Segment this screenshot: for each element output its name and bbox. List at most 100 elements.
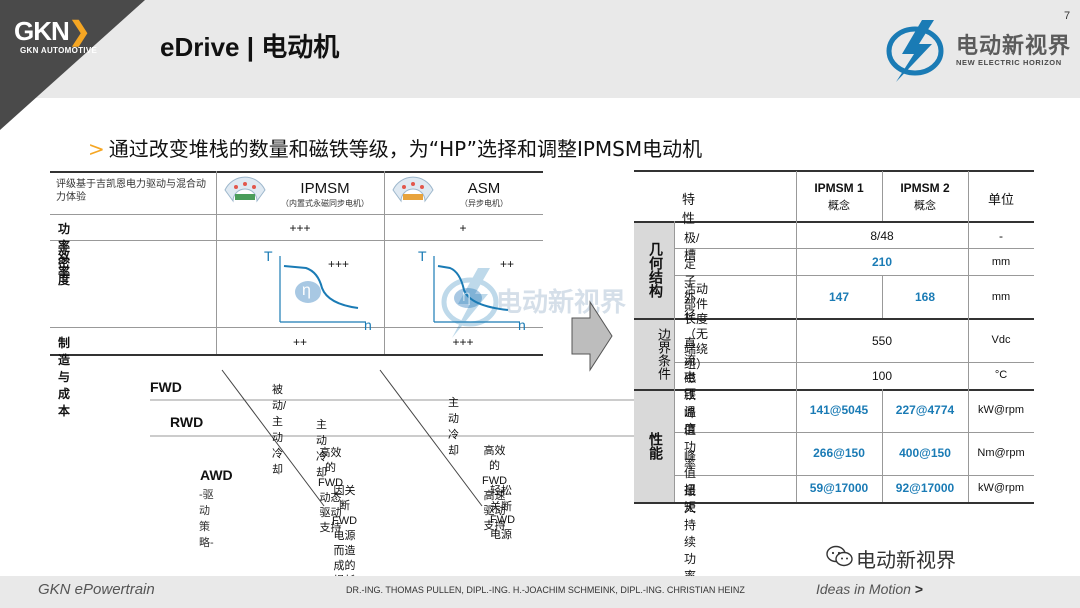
- awd-mid-bottom: 因关断FWD电源 而造成的损耗: [332, 485, 358, 587]
- row-label-poles-slots: 极/槽: [684, 231, 700, 262]
- awd-right-bottom: 轻松关断FWD电源: [490, 485, 516, 541]
- axis-t-label: T: [418, 248, 427, 264]
- ipmsm-motor-icon: [224, 176, 266, 203]
- axis-t-label: T: [264, 248, 273, 264]
- lightning-globe-icon: [886, 20, 944, 82]
- spec-col-divider: [882, 389, 883, 502]
- rwd-cooling: 主动冷却: [316, 419, 327, 479]
- spec-col-divider: [882, 275, 883, 318]
- group-geometry: 几何结构: [648, 242, 664, 298]
- value-max-continuous-power-1: 59@17000: [809, 481, 869, 495]
- right-arrow-icon: [571, 300, 613, 372]
- unit-dc-voltage: Vdc: [991, 334, 1011, 346]
- asm-subtitle: （异步电机）: [460, 199, 508, 208]
- logo-chevron-icon: ❯: [68, 16, 91, 46]
- value-peak-power-1: 141@5045: [809, 403, 869, 417]
- awd-mid-top: 高效的FWD 动态驱动支持: [318, 447, 344, 534]
- value-active-length-2: 168: [914, 290, 936, 304]
- spec-col-divider: [674, 221, 675, 502]
- page-title: eDrive | 电动机: [160, 32, 340, 62]
- row-label-stator-diameter: 定子外径: [684, 257, 697, 322]
- group-boundary: 边界条件: [656, 328, 671, 380]
- table-top-rule: [50, 171, 543, 173]
- table-rule: [50, 214, 543, 215]
- slide-subtitle: >通过改变堆栈的数量和磁铁等级，为“HP”选择和调整IPMSM电动机: [88, 133, 702, 162]
- spec-row-rule: [674, 475, 1034, 476]
- asm-manufacturing-cost: +++: [452, 335, 474, 349]
- awd-subtitle: -驱动策略-: [199, 489, 214, 549]
- row-label-max-continuous-power: 最大持续功率: [684, 484, 697, 583]
- header-ipmsm2: IPMSM 2: [900, 181, 950, 195]
- watermark-text: 电动新视界: [496, 288, 627, 318]
- header-property: 特性: [682, 192, 696, 226]
- spec-group-rule: [634, 318, 1034, 320]
- table-bottom-rule: [50, 354, 543, 356]
- table-rule: [50, 240, 543, 241]
- wechat-icon: [826, 545, 853, 567]
- footer-authors: DR.-ING. THOMAS PULLEN, DIPL.-ING. H.-JO…: [346, 585, 745, 595]
- value-magnet-temp: 100: [871, 369, 893, 383]
- value-max-continuous-power-2: 92@17000: [895, 481, 955, 495]
- spec-top-rule: [634, 170, 1034, 172]
- lightning-globe-icon: [441, 268, 499, 338]
- row-label-peak-torque: 峰值扭矩: [684, 449, 697, 514]
- value-peak-power-2: 227@4774: [895, 403, 955, 417]
- spec-row-rule: [674, 432, 1034, 433]
- unit-max-continuous-power: kW@rpm: [978, 482, 1024, 494]
- asm-header: ASM: [467, 180, 501, 197]
- spec-col-divider: [968, 171, 969, 502]
- gkn-logo: GKN❯ GKN AUTOMOTIVE: [14, 16, 122, 60]
- ipmsm-power-density: +++: [289, 221, 311, 235]
- row-label-magnet-temp: 磁铁温度: [684, 371, 697, 436]
- spec-bottom-rule: [634, 502, 1034, 504]
- brand-name-cn: 电动新视界: [956, 34, 1072, 59]
- row-label-efficiency: 效率: [58, 248, 71, 279]
- unit-poles-slots: -: [999, 229, 1003, 243]
- header-bar: [0, 0, 1080, 98]
- table-intro: 评级基于吉凯恩电力驱动与混合动力体验: [56, 179, 206, 203]
- ipmsm-subtitle: （内置式永磁同步电机）: [281, 199, 369, 208]
- group-performance: 性能: [648, 432, 664, 460]
- unit-peak-torque: Nm@rpm: [977, 447, 1025, 459]
- axis-n-label: n: [364, 317, 372, 333]
- spec-col-divider: [882, 171, 883, 221]
- value-poles-slots: 8/48: [870, 229, 894, 243]
- ipmsm-efficiency: +++: [328, 257, 350, 271]
- logo-subtitle: GKN AUTOMOTIVE: [20, 46, 98, 55]
- axis-n-label: n: [518, 317, 526, 333]
- footer-brand: GKN ePowertrain: [38, 581, 155, 598]
- table-rule: [50, 327, 543, 328]
- eta-label: η: [462, 288, 471, 306]
- logo-mark: GKN: [14, 16, 70, 46]
- spec-header-rule: [634, 221, 1034, 223]
- ipmsm-header: IPMSM: [300, 180, 350, 197]
- spec-col-divider: [796, 171, 797, 502]
- value-active-length-1: 147: [828, 290, 850, 304]
- asm-power-density: +: [459, 221, 467, 235]
- spec-row-rule: [674, 275, 1034, 276]
- brand-logo: 电动新视界 NEW ELECTRIC HORIZON: [882, 18, 1072, 84]
- table-col-divider: [216, 171, 217, 354]
- footer-slogan: Ideas in Motion >: [816, 581, 923, 597]
- chevron-right-icon: >: [914, 581, 924, 597]
- value-peak-torque-1: 266@150: [813, 446, 865, 460]
- table-col-divider: [384, 171, 385, 354]
- rwd-label: RWD: [170, 414, 204, 430]
- row-label-peak-power: 峰值功率: [684, 406, 697, 471]
- unit-magnet-temp: °C: [994, 369, 1008, 381]
- bullet-marker: >: [88, 137, 105, 161]
- asm-efficiency-graph: T n η ++: [416, 248, 536, 333]
- header-ipmsm1-sub: 概念: [828, 200, 850, 212]
- strategy-lines: [150, 369, 646, 507]
- ipmsm-manufacturing-cost: ++: [292, 335, 307, 349]
- logo-background: [0, 0, 145, 130]
- wechat-account-name: 电动新视界: [856, 548, 956, 572]
- unit-active-length: mm: [991, 291, 1011, 303]
- footer-slogan-text: Ideas in Motion: [816, 581, 911, 597]
- awd-label: AWD: [200, 467, 233, 483]
- asm-motor-icon: [392, 176, 434, 203]
- awd-right-top: 高效的FWD高速 驱动支持: [482, 445, 508, 532]
- value-dc-voltage: 550: [871, 334, 893, 348]
- asm-efficiency: ++: [500, 257, 515, 271]
- value-stator-diameter: 210: [871, 255, 893, 269]
